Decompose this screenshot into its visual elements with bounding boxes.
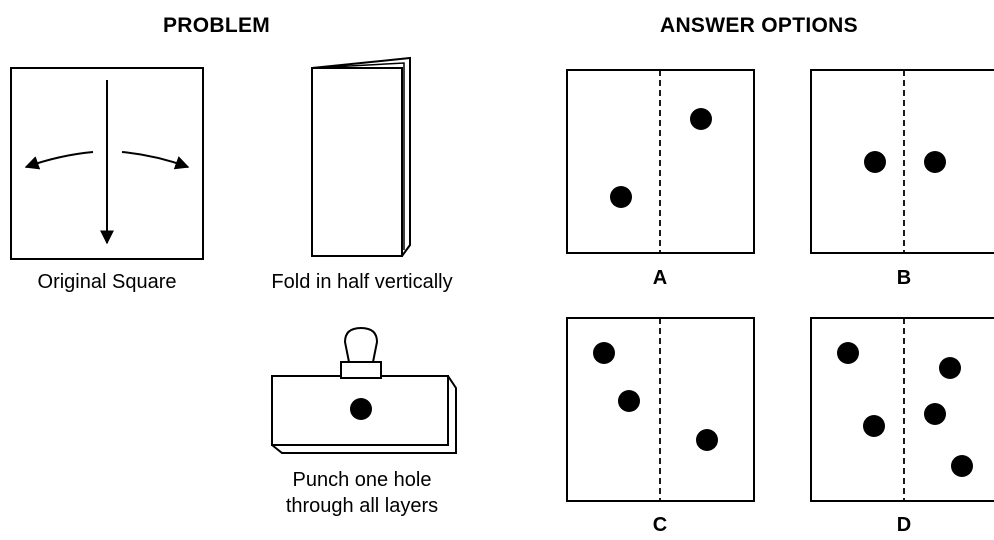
option-b-figure[interactable] <box>811 70 994 253</box>
fold-right-arrow <box>122 152 188 167</box>
folded-paper-front <box>312 68 402 256</box>
original-square-figure <box>11 68 203 259</box>
option-c-figure[interactable] <box>567 318 754 501</box>
step-caption-original-square: Original Square <box>10 269 204 295</box>
hole-dot <box>593 342 615 364</box>
option-d-label[interactable]: D <box>884 514 924 537</box>
hole-dot <box>618 390 640 412</box>
step-caption-punch: Punch one hole through all layers <box>262 467 462 519</box>
punched-hole <box>350 398 372 420</box>
option-a-figure[interactable] <box>567 70 754 253</box>
hole-dot <box>610 186 632 208</box>
binder-clip-icon <box>341 328 381 378</box>
step-caption-fold: Fold in half vertically <box>237 269 487 295</box>
option-c-label[interactable]: C <box>640 514 680 537</box>
step-caption-punch-line2: through all layers <box>262 493 462 519</box>
hole-dot <box>924 403 946 425</box>
option-d-figure[interactable] <box>811 318 994 501</box>
folded-paper-figure <box>312 58 410 256</box>
hole-dot <box>690 108 712 130</box>
option-b-label[interactable]: B <box>884 267 924 290</box>
fold-left-arrow <box>26 152 93 167</box>
step-caption-punch-line1: Punch one hole <box>262 467 462 493</box>
punched-paper-figure <box>272 328 456 453</box>
option-a-label[interactable]: A <box>640 267 680 290</box>
hole-dot <box>939 357 961 379</box>
hole-dot <box>951 455 973 477</box>
hole-dot <box>696 429 718 451</box>
hole-dot <box>863 415 885 437</box>
hole-dot <box>864 151 886 173</box>
hole-dot <box>924 151 946 173</box>
hole-dot <box>837 342 859 364</box>
